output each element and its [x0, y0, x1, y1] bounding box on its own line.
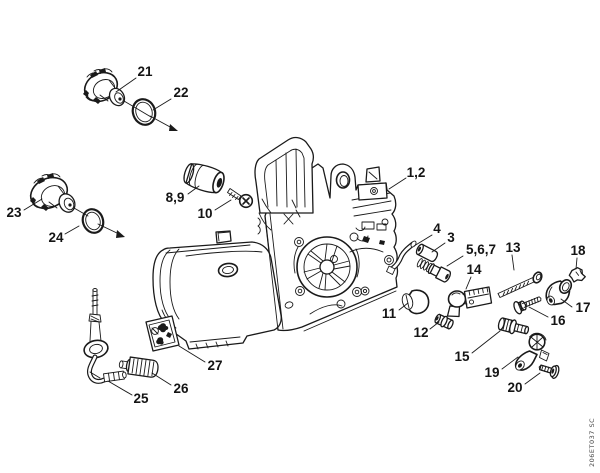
callout-label: 17: [575, 300, 590, 315]
callout-4: 4: [413, 221, 441, 247]
part-16-screw: [513, 296, 542, 315]
part-23-oil-pump: [29, 173, 89, 217]
part-21-oil-pump: [83, 68, 152, 118]
callout-label: 25: [133, 391, 149, 406]
part-18-clip: [568, 267, 586, 283]
drawing-number-watermark: 206ET037 SC: [588, 418, 596, 467]
callout-15: 15: [454, 330, 501, 364]
callout-label: 11: [382, 306, 397, 321]
callout-label: 15: [454, 349, 470, 364]
callout-26: 26: [151, 372, 189, 396]
part-14-bracket: [446, 286, 493, 318]
callout-3: 3: [431, 230, 455, 253]
callout-label: 24: [48, 230, 64, 245]
callout-23: 23: [6, 198, 43, 220]
part-12-plug-screw: [434, 313, 454, 330]
callout-22: 22: [152, 85, 189, 111]
callout-27: 27: [178, 345, 223, 373]
part-13-screw: [497, 271, 543, 298]
part-25-suction-hose: [83, 288, 127, 384]
callout-label: 18: [570, 243, 586, 258]
callout-label: 12: [413, 325, 428, 340]
callout-label: 8,9: [166, 190, 185, 205]
part-20-screw: [538, 364, 560, 379]
callout-label: 13: [505, 240, 521, 255]
part-4-elbow: [386, 240, 417, 275]
parts: [29, 68, 586, 384]
part-10-screw: [227, 188, 254, 209]
crankcase-rear-edge: [264, 213, 284, 331]
part-17-elbow-grommet: [545, 279, 573, 306]
motor-housing-drawing: [152, 136, 399, 350]
callout-label: 1,2: [407, 165, 426, 180]
callout-16: 16: [528, 306, 566, 328]
callout-11: 11: [382, 302, 409, 321]
part-5-6-7-valve: [416, 258, 452, 283]
callout-25: 25: [107, 380, 149, 406]
callout-label: 20: [507, 380, 522, 395]
callout-24: 24: [48, 225, 80, 245]
callout-label: 26: [173, 381, 189, 396]
callout-label: 22: [173, 85, 188, 100]
callout-label: 19: [484, 365, 499, 380]
callout-10: 10: [197, 199, 232, 221]
callouts: 1,2 3 4 5,6,7 8,9 10 11 12: [6, 64, 590, 406]
callout-label: 27: [207, 358, 222, 373]
front-handle-bracket: [254, 136, 315, 235]
callout-label: 4: [433, 221, 441, 236]
callout-14: 14: [465, 262, 482, 290]
part-8-9-buffer: [183, 163, 225, 194]
callout-19: 19: [484, 356, 519, 380]
callout-5-6-7: 5,6,7: [446, 242, 496, 267]
callout-label: 5,6,7: [466, 242, 496, 257]
callout-13: 13: [505, 240, 521, 271]
part-27-label-plate: [145, 315, 180, 352]
part-24-o-ring: [81, 208, 125, 238]
part-19-valve-body: [514, 332, 550, 371]
part-15-collar-screw: [497, 317, 530, 335]
callout-label: 16: [550, 313, 566, 328]
part-11-plug: [401, 289, 430, 315]
callout-20: 20: [507, 372, 541, 395]
callout-label: 14: [466, 262, 482, 277]
part-26-filter: [118, 356, 159, 378]
callout-label: 23: [6, 205, 22, 220]
callout-label: 21: [137, 64, 153, 79]
callout-17: 17: [560, 298, 591, 315]
callout-12: 12: [413, 321, 440, 340]
callout-label: 10: [197, 206, 212, 221]
callout-1-2: 1,2: [388, 165, 426, 190]
callout-18: 18: [570, 243, 586, 270]
callout-8-9: 8,9: [166, 185, 200, 205]
callout-label: 3: [447, 230, 455, 245]
part-3-sleeve: [415, 243, 439, 263]
callout-21: 21: [115, 64, 153, 93]
part-22-o-ring: [131, 98, 178, 131]
